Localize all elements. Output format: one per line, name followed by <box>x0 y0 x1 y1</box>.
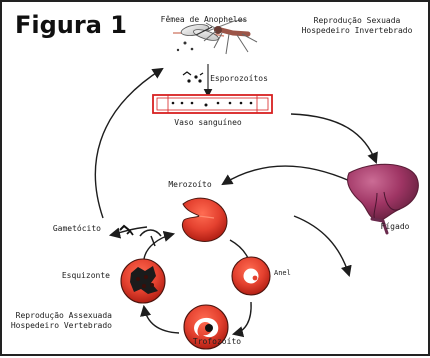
mosquito-label: Fêmea de Anopheles <box>157 16 251 25</box>
merozoite-cell-icon <box>182 198 227 241</box>
ring-to-trophozoite-arrow <box>234 302 251 334</box>
return-to-mosquito-arrow <box>95 69 162 218</box>
trophozoite-label: Trofozoíto <box>182 338 252 347</box>
ring-stage-label: Anel <box>274 270 302 278</box>
liver-side-arrow <box>294 216 349 275</box>
schizont-label: Esquizonte <box>38 272 110 281</box>
sexual-reproduction-label-line-1: Reprodução Sexuada <box>301 17 413 26</box>
sexual-reproduction-label-line-2: Hospedeiro Invertebrado <box>301 27 413 36</box>
blood-vessel-label: Vaso sanguíneo <box>168 119 248 128</box>
blood-vessel <box>153 95 272 113</box>
mosquito-icon <box>173 20 257 54</box>
asexual-reproduction-label-line-2: Hospedeiro Vertebrado <box>6 322 112 331</box>
trophozoite-to-schizont-arrow <box>144 307 179 333</box>
to-liver-arrow <box>291 114 376 162</box>
liver-to-merozoite-arrow <box>223 166 350 184</box>
ring-stage-cell-icon <box>232 257 270 295</box>
sporozoites-label: Esporozoítos <box>205 75 273 84</box>
asexual-reproduction-label-line-1: Reprodução Assexuada <box>6 312 112 321</box>
gametocyte-label: Gametócito <box>31 225 101 234</box>
merozoite-label: Merozoíto <box>161 181 219 190</box>
liver-label: Fígado <box>374 223 416 232</box>
schizont-to-merozoite-arrow <box>144 234 173 259</box>
sporozoites-icon <box>183 72 203 83</box>
schizont-cell-icon <box>121 259 165 303</box>
